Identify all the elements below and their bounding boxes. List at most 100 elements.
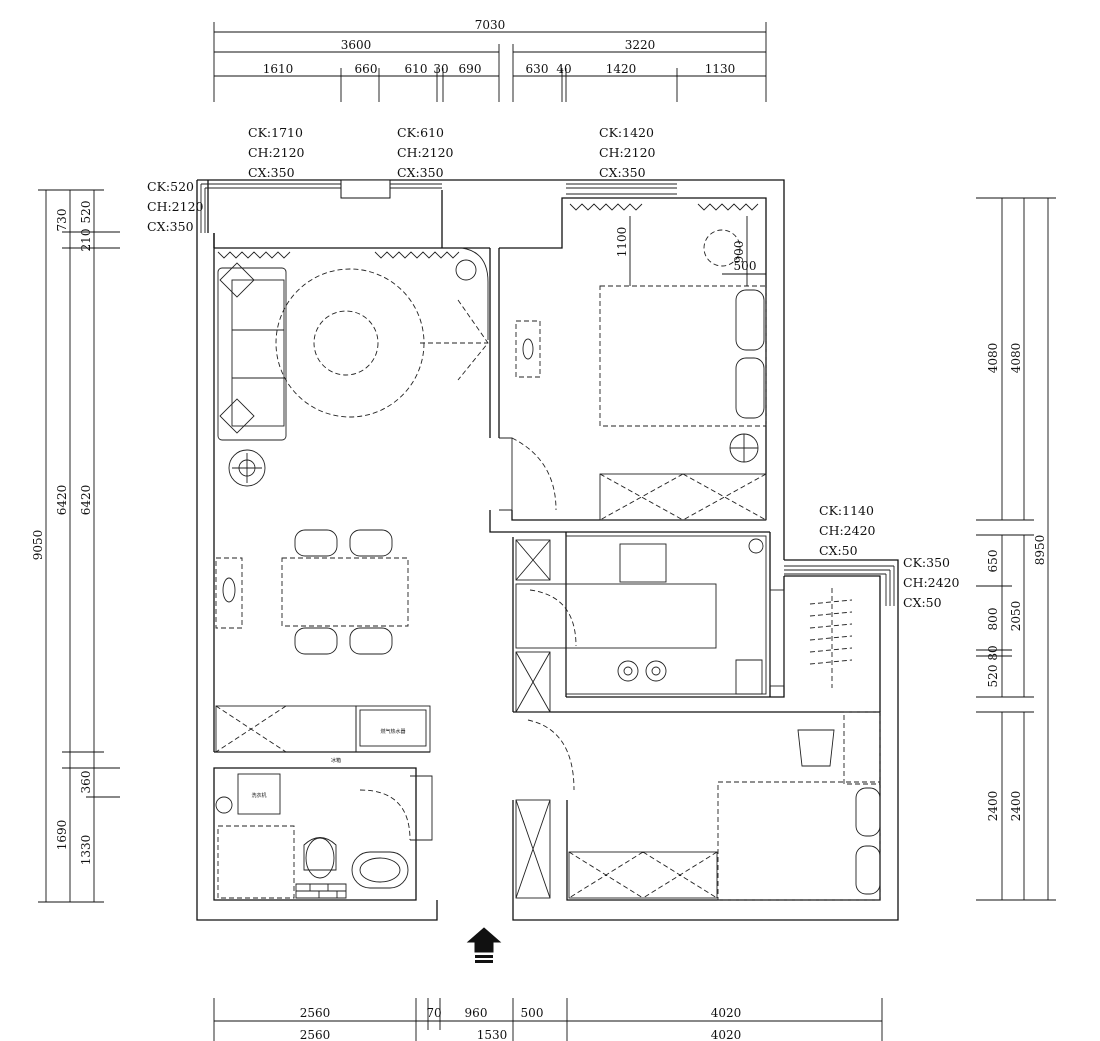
dim-top-detail: 690 [459, 62, 482, 76]
dim-left-outer: 9050 [31, 530, 45, 561]
window-label: CH:2420 [819, 523, 876, 538]
stove-burner [617, 660, 639, 682]
dim-right-inner: 520 [986, 665, 1000, 688]
washer [237, 773, 281, 815]
bedroom-2 [515, 711, 881, 901]
washer-label: 洗衣机 [251, 792, 266, 799]
dim-top-detail: 1130 [705, 62, 736, 76]
window-label: CX:350 [147, 219, 194, 234]
counter [215, 705, 357, 753]
dim-right-mid: 2400 [1009, 791, 1023, 822]
pillow [735, 357, 765, 419]
walls [196, 179, 899, 921]
window-label: CX:50 [903, 595, 942, 610]
dim-left-mid: 6420 [55, 485, 69, 516]
dim-top-detail: 1420 [606, 62, 637, 76]
kitchen-sink [619, 543, 667, 583]
dim-bottom: 70 [426, 1006, 441, 1020]
window-label: CH:2120 [248, 145, 305, 160]
pillow [855, 787, 881, 837]
dim-bottom: 1530 [477, 1028, 508, 1041]
window-label: CH:2120 [599, 145, 656, 160]
window-label: CH:2420 [903, 575, 960, 590]
dim-left-inner: 520 [79, 201, 93, 224]
dim-top-detail: 1610 [263, 62, 294, 76]
bed [717, 781, 881, 901]
chair [797, 729, 835, 767]
sideboard [215, 557, 243, 629]
window-label: CX:350 [599, 165, 646, 180]
dim-bedroom: 900 [732, 241, 746, 264]
sink [351, 851, 409, 889]
bathroom: 洗衣机 [215, 773, 433, 899]
top-dimensions: 7030 3600 3220 1610 660 610 30 690 630 4… [213, 18, 767, 102]
boiler-counter [355, 705, 431, 753]
cushion [219, 398, 255, 434]
dim-bedroom: 1100 [615, 227, 629, 258]
dim-right-inner: 4080 [986, 343, 1000, 374]
bed [599, 285, 767, 427]
dim-right-inner: 80 [986, 645, 1000, 660]
windows [200, 179, 895, 606]
dim-left-mid: 1690 [55, 820, 69, 851]
pillow [735, 289, 765, 351]
dim-left-inner: 210 [79, 229, 93, 252]
window-label: CX:50 [819, 543, 858, 558]
dining-table [281, 557, 409, 627]
kitchen [515, 535, 767, 713]
dim-bottom: 4020 [711, 1006, 742, 1020]
window-label: CK:1710 [248, 125, 303, 140]
dim-right-inner: 2400 [986, 791, 1000, 822]
dim-right-inner: 650 [986, 550, 1000, 573]
dim-top-detail: 30 [433, 62, 448, 76]
window-label: CK:350 [903, 555, 950, 570]
dim-top-mid: 3600 [341, 38, 372, 52]
dining-chairs [294, 529, 393, 655]
window-label: CX:350 [397, 165, 444, 180]
window-label: CH:2120 [397, 145, 454, 160]
dim-top-detail: 610 [405, 62, 428, 76]
bedroom-1: 1100 900 500 [499, 203, 767, 521]
dim-left-inner: 1330 [79, 835, 93, 866]
dim-right-mid: 4080 [1009, 343, 1023, 374]
kitchen-island [515, 583, 717, 649]
dim-right-inner: 800 [986, 608, 1000, 631]
wardrobe [599, 473, 767, 521]
window-label: CK:1420 [599, 125, 654, 140]
sofa [217, 267, 287, 441]
dim-bottom: 2560 [300, 1006, 331, 1020]
dim-left-inner: 360 [79, 771, 93, 794]
desk [843, 711, 881, 785]
window-label: CK:520 [147, 179, 194, 194]
dim-left-mid: 730 [55, 209, 69, 232]
rug [275, 268, 425, 418]
dim-bedroom: 500 [734, 259, 757, 273]
living-room: 燃气热水器 冰箱 [215, 247, 541, 764]
dim-top-detail: 40 [556, 62, 571, 76]
wardrobe [568, 851, 718, 899]
curtain [217, 251, 291, 259]
tv-cabinet [515, 320, 541, 378]
balcony [769, 588, 853, 688]
window-label: CH:2120 [147, 199, 204, 214]
dim-bottom: 960 [465, 1006, 488, 1020]
curtain [374, 251, 460, 259]
window-label: CK:610 [397, 125, 444, 140]
bottom-dimensions: 2560 70 960 500 4020 2560 1530 4020 [213, 998, 883, 1041]
cushion [219, 262, 255, 298]
stove-burner [645, 660, 667, 682]
dim-bottom: 4020 [711, 1028, 742, 1041]
toilet [305, 837, 335, 879]
pillow [855, 845, 881, 895]
dim-top-detail: 630 [526, 62, 549, 76]
boiler-label: 燃气热水器 [380, 728, 405, 735]
dim-top-mid: 3220 [625, 38, 656, 52]
floor-lamp [228, 449, 266, 487]
drying-rack [809, 588, 853, 688]
dim-bottom: 500 [521, 1006, 544, 1020]
dim-top-total: 7030 [475, 18, 506, 32]
entrance-arrow-icon [466, 927, 502, 963]
dim-left-inner: 6420 [79, 485, 93, 516]
right-dimensions: 8950 4080 2050 2400 4080 650 800 80 520 … [976, 197, 1056, 901]
dim-top-detail: 660 [355, 62, 378, 76]
